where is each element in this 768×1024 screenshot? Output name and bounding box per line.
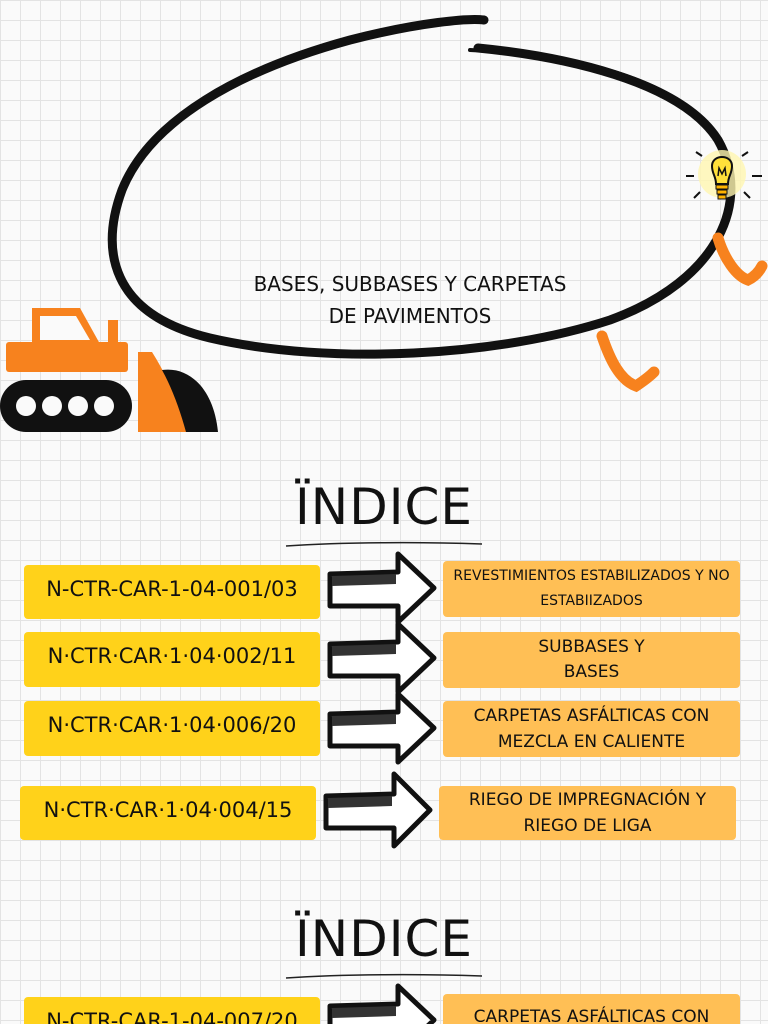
index-2-description-1: CARPETAS ASFÁLTICAS CON	[443, 994, 740, 1024]
arrow-right-icon	[327, 983, 437, 1024]
index-description-4-text: RIEGO DE IMPREGNACIÓN Y RIEGO DE LIGA	[468, 790, 707, 836]
index-description-3-text: CARPETAS ASFÁLTICAS CON MEZCLA EN CALIEN…	[473, 706, 710, 752]
heading-underline	[285, 541, 483, 547]
index-slide: ÏNDICE N-CTR-CAR-1-04-001/03 REVESTIMIEN…	[0, 448, 768, 868]
index-code-4: N·CTR·CAR·1·04·004/15	[20, 786, 316, 840]
index-code-1: N-CTR-CAR-1-04-001/03	[24, 565, 320, 619]
index-description-1-text: REVESTIMIENTOS ESTABILIZADOS Y NO ESTABI…	[453, 568, 730, 609]
index-2-description-1-text: CARPETAS ASFÁLTICAS CON	[473, 1007, 710, 1024]
index-slide-2: ÏNDICE N-CTR-CAR-1-04-007/20 CARPETAS AS…	[0, 880, 768, 1024]
cover-slide: BASES, SUBBASES Y CARPETAS DE PAVIMENTOS	[0, 0, 768, 448]
index-2-heading: ÏNDICE	[295, 910, 473, 968]
bulldozer-icon	[0, 308, 218, 432]
index-description-1: REVESTIMIENTOS ESTABILIZADOS Y NO ESTABI…	[443, 561, 740, 617]
arrow-right-icon	[327, 691, 437, 765]
index-2-code-1: N-CTR-CAR-1-04-007/20	[24, 997, 320, 1024]
index-description-4: RIEGO DE IMPREGNACIÓN Y RIEGO DE LIGA	[439, 786, 736, 840]
cover-title-line-1: BASES, SUBBASES Y CARPETAS	[253, 272, 567, 296]
index-description-3: CARPETAS ASFÁLTICAS CON MEZCLA EN CALIEN…	[443, 701, 740, 757]
index-heading: ÏNDICE	[295, 478, 473, 536]
heading-underline	[285, 973, 483, 979]
cover-title: BASES, SUBBASES Y CARPETAS DE PAVIMENTOS	[200, 268, 620, 332]
index-description-2: SUBBASES Y BASES	[443, 632, 740, 688]
lightbulb-icon	[686, 140, 762, 200]
arrow-right-icon	[327, 551, 437, 625]
index-description-2-line-2: BASES	[563, 662, 620, 682]
index-description-2-line-1: SUBBASES Y	[538, 637, 645, 657]
hand-drawn-ellipse	[107, 15, 768, 393]
index-code-2: N·CTR·CAR·1·04·002/11	[24, 632, 320, 687]
arrow-right-icon	[327, 621, 437, 695]
arrow-right-icon	[323, 771, 433, 849]
cover-title-line-2: DE PAVIMENTOS	[328, 304, 492, 328]
index-code-3: N·CTR·CAR·1·04·006/20	[24, 701, 320, 756]
